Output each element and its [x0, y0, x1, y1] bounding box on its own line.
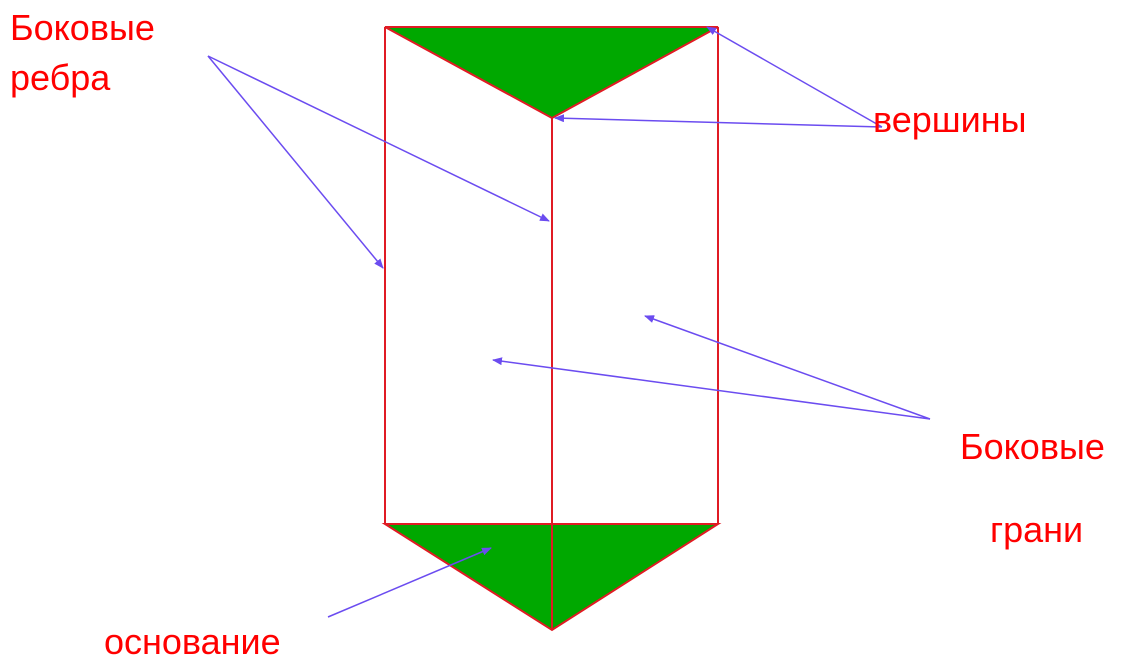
label-lateral-edges-line2: ребра: [10, 57, 111, 98]
label-lateral-faces-line1: Боковые: [960, 426, 1105, 467]
arrow-faces-to-left-face: [492, 357, 931, 420]
label-base: основание: [104, 621, 281, 662]
label-lateral-edges-line1: Боковые: [10, 7, 155, 48]
arrow-edges-to-middle-edge: [207, 55, 550, 222]
arrow-edges-to-left-edge: [207, 55, 384, 269]
arrow-vertices-to-top-middle: [554, 114, 883, 128]
arrow-vertices-to-top-right: [706, 26, 883, 128]
label-lateral-faces-line2: грани: [990, 509, 1084, 550]
arrow-base-to-bottom-triangle: [327, 547, 492, 618]
arrow-faces-to-right-face: [644, 315, 931, 420]
top-base-triangle: [384, 26, 719, 120]
label-vertices: вершины: [873, 99, 1027, 140]
